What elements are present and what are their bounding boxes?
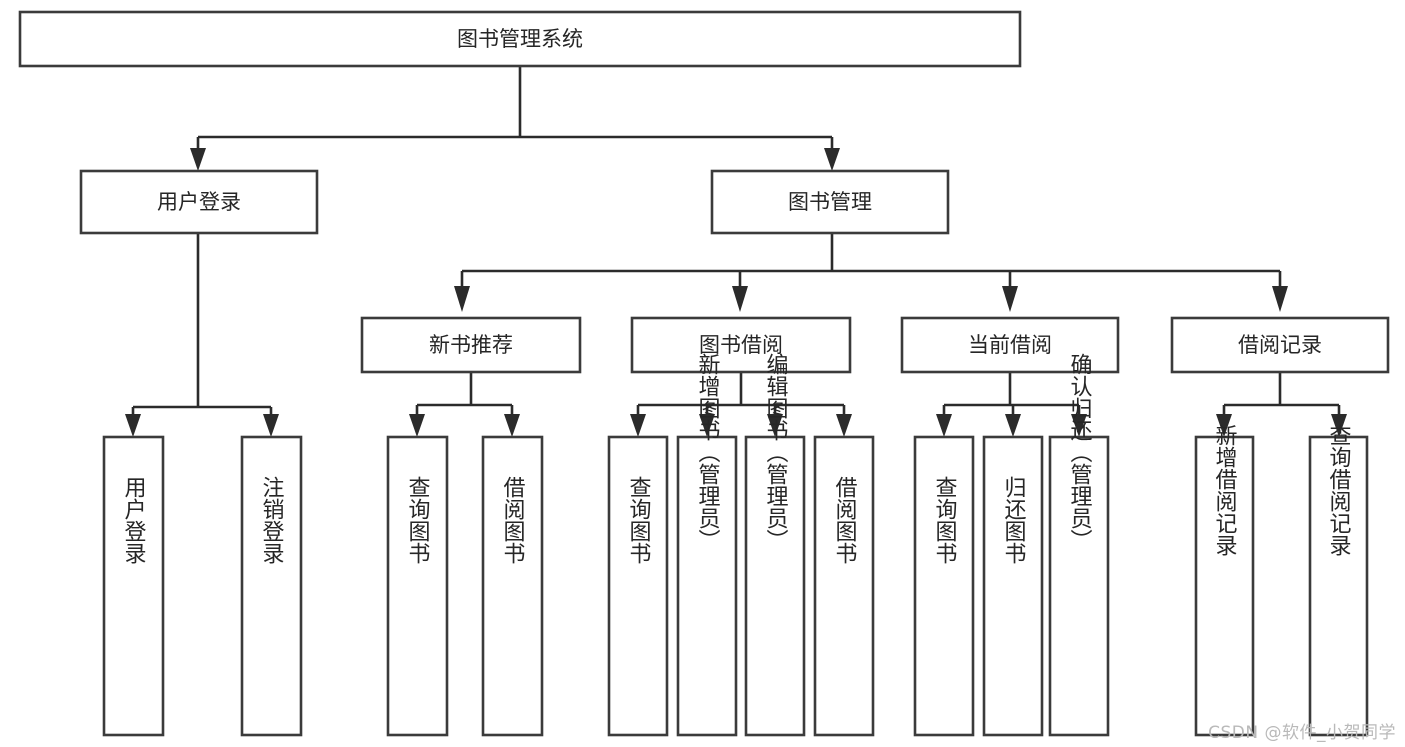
node-leaf-add-book-admin[interactable]: 新增图书（管理员） (676, 353, 738, 737)
node-leaf-confirm-return-admin[interactable]: 确认归还（管理员） (1048, 353, 1110, 737)
connector-book-borrow-to-leaves (630, 372, 852, 437)
node-label-book-management: 图书管理 (788, 190, 872, 214)
node-label-leaf-borrow-book-recommend: 借阅图书 (500, 476, 526, 564)
node-label-leaf-query-book-borrow: 查询图书 (626, 476, 652, 564)
node-label-root: 图书管理系统 (457, 27, 583, 51)
connector-root-to-level2 (190, 66, 840, 171)
node-label-leaf-query-book-recommend: 查询图书 (405, 476, 431, 564)
node-leaf-borrow-book[interactable]: 借阅图书 (813, 435, 875, 737)
node-label-leaf-add-book-admin: 新增图书（管理员） (695, 353, 721, 551)
node-leaf-logout[interactable]: 注销登录 (240, 435, 303, 737)
node-leaf-add-borrow-record[interactable]: 新增借阅记录 (1194, 424, 1255, 737)
node-leaf-edit-book-admin[interactable]: 编辑图书（管理员） (744, 353, 806, 737)
connector-user-login-to-leaves (125, 233, 279, 437)
connector-current-borrow-to-leaves (936, 372, 1087, 437)
node-leaf-query-borrow-record[interactable]: 查询借阅记录 (1308, 424, 1369, 737)
node-label-leaf-edit-book-admin: 编辑图书（管理员） (763, 353, 789, 551)
node-book-borrow[interactable]: 图书借阅 (630, 316, 852, 374)
node-leaf-user-login[interactable]: 用户登录 (102, 435, 165, 737)
node-label-book-borrow: 图书借阅 (699, 333, 783, 357)
connector-book-manage-to-level3 (454, 233, 1288, 312)
node-leaf-query-book-current[interactable]: 查询图书 (913, 435, 975, 737)
node-new-book-recommend[interactable]: 新书推荐 (360, 316, 582, 374)
node-borrow-record[interactable]: 借阅记录 (1170, 316, 1390, 374)
node-leaf-query-book-recommend[interactable]: 查询图书 (386, 435, 449, 737)
node-current-borrow[interactable]: 当前借阅 (900, 316, 1120, 374)
connector-new-book-to-leaves (409, 372, 520, 437)
node-label-leaf-logout: 注销登录 (259, 476, 285, 564)
node-label-leaf-confirm-return-admin: 确认归还（管理员） (1067, 353, 1093, 551)
node-root-book-management-system[interactable]: 图书管理系统 (18, 10, 1022, 68)
node-label-borrow-record: 借阅记录 (1238, 333, 1322, 357)
node-book-management[interactable]: 图书管理 (710, 169, 950, 235)
node-label-new-book-recommend: 新书推荐 (429, 333, 513, 357)
node-leaf-query-book-borrow[interactable]: 查询图书 (607, 435, 669, 737)
node-label-leaf-query-book-current: 查询图书 (932, 476, 958, 564)
node-leaf-borrow-book-recommend[interactable]: 借阅图书 (481, 435, 544, 737)
node-label-leaf-query-borrow-record: 查询借阅记录 (1326, 424, 1352, 556)
node-label-current-borrow: 当前借阅 (968, 333, 1052, 357)
connector-borrow-record-to-leaves (1216, 372, 1347, 437)
node-label-leaf-return-book: 归还图书 (1001, 476, 1027, 564)
node-label-user-login: 用户登录 (157, 190, 241, 214)
node-label-leaf-borrow-book: 借阅图书 (832, 476, 858, 564)
node-label-leaf-add-borrow-record: 新增借阅记录 (1212, 424, 1238, 556)
node-label-leaf-user-login: 用户登录 (121, 476, 147, 564)
node-user-login[interactable]: 用户登录 (79, 169, 319, 235)
node-leaf-return-book[interactable]: 归还图书 (982, 435, 1044, 737)
